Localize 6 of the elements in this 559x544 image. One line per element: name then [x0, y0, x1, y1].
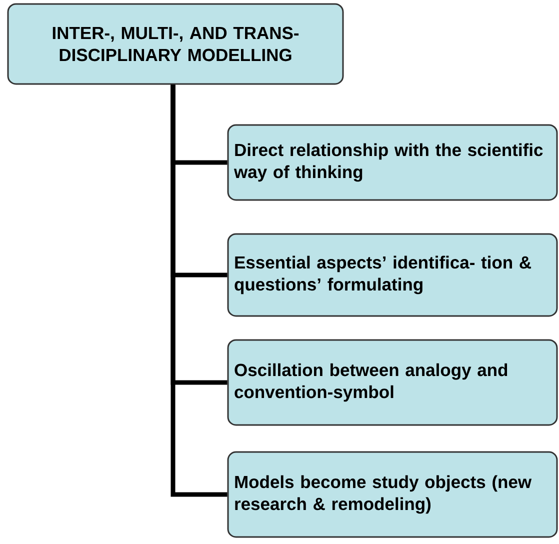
- connector-line: [170, 84, 228, 497]
- item-box: Models become study objects (new research & remodeling): [227, 451, 558, 538]
- item-box: Essential aspects’ identifica- tion & questions’ formulating: [227, 233, 558, 317]
- item-box: Direct relationship with the scientific way of thinking: [227, 124, 558, 201]
- title-box: INTER-, MULTI-, AND TRANS-DISCIPLINARY MODELLING: [7, 3, 344, 85]
- item-box: Oscillation between analogy and convention-symbol: [227, 339, 558, 426]
